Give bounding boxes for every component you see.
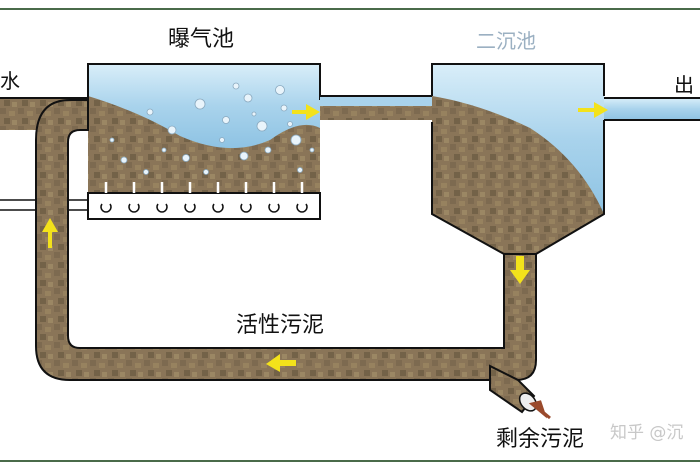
clarifier-label: 二沉池 <box>476 29 536 53</box>
activated-sludge-label: 活性污泥 <box>236 313 324 338</box>
connecting-water <box>320 96 432 106</box>
outlet-channel <box>604 98 700 120</box>
diffuser-nozzles <box>104 182 304 193</box>
connecting-channel <box>320 104 432 120</box>
return-sludge-pipe <box>35 99 537 381</box>
inlet-label: 水 <box>0 69 20 93</box>
diffuser-icon <box>100 203 308 213</box>
aeration-tank <box>0 63 321 220</box>
excess-sludge-label: 剩余污泥 <box>496 427 584 452</box>
clarifier-water <box>432 64 604 214</box>
flow-arrow-to-clarifier <box>292 104 320 120</box>
flow-arrow-left <box>266 354 296 372</box>
secondary-clarifier <box>431 63 605 255</box>
diffuser-bar <box>87 192 321 220</box>
aeration-tank-label: 曝气池 <box>168 27 234 52</box>
outlet-label: 出 <box>674 73 694 97</box>
flow-arrow-down <box>510 256 530 284</box>
air-bubbles <box>109 82 315 175</box>
yellow-arrow-icon <box>42 102 608 372</box>
brown-arrow-icon <box>528 400 551 420</box>
watermark: 知乎 @沉 <box>610 423 683 443</box>
flow-arrow-up <box>42 218 58 248</box>
flow-arrow-outlet <box>578 102 608 118</box>
